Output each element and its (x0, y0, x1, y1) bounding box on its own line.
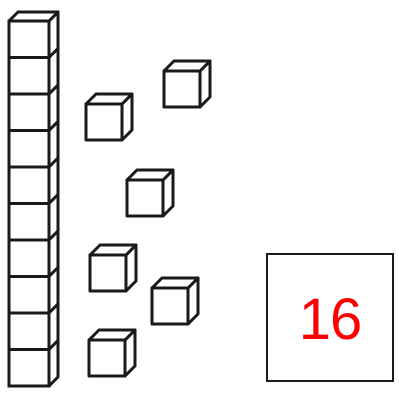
answer-box: 16 (266, 253, 394, 382)
unit-cube (90, 245, 136, 291)
rod-cube-face (9, 94, 49, 131)
ten-rod (9, 12, 58, 386)
rod-cube-face (9, 58, 49, 95)
rod-cube-face (9, 167, 49, 204)
rod-cube-face (9, 21, 49, 58)
rod-cube-face (9, 313, 49, 350)
unit-cube (127, 170, 173, 216)
rod-top-face (9, 12, 58, 21)
rod-cube-face (9, 131, 49, 168)
rod-cube-side (49, 341, 58, 387)
rod-cube-face (9, 240, 49, 277)
answer-number: 16 (299, 291, 362, 349)
unit-cube (89, 330, 135, 376)
unit-cube (164, 61, 210, 107)
rod-cube-face (9, 277, 49, 314)
unit-cube (86, 94, 132, 140)
unit-cubes-group (86, 61, 210, 376)
rod-cube-face (9, 350, 49, 387)
rod-cube-face (9, 204, 49, 241)
unit-cube (152, 278, 198, 324)
